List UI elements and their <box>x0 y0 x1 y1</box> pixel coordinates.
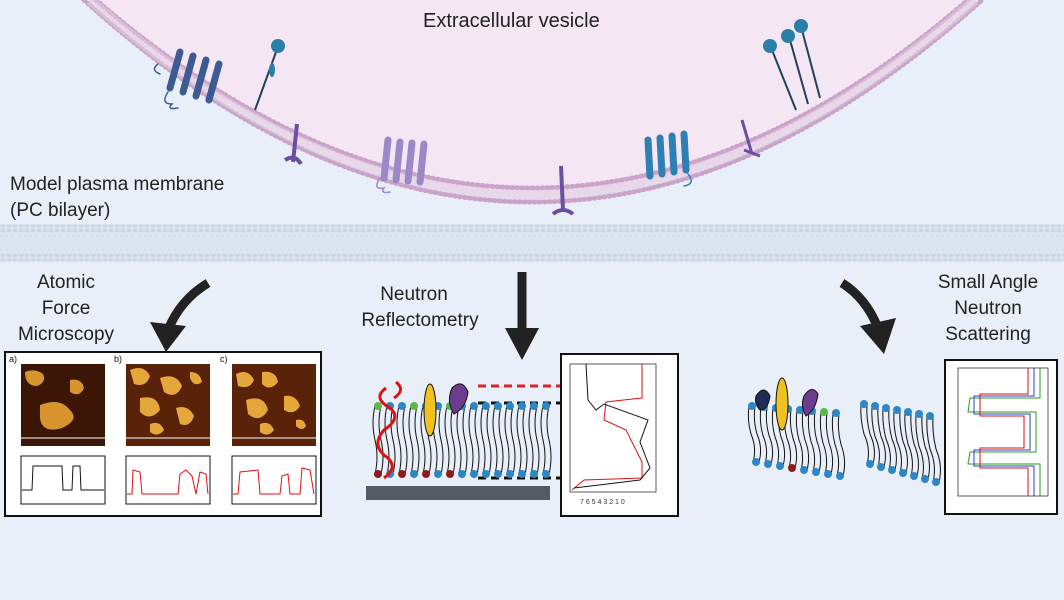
lipid-molecule <box>819 408 834 478</box>
lipid-molecule <box>871 402 886 471</box>
sans-bilayer-schematic <box>747 377 941 486</box>
lipid-molecule <box>480 402 492 478</box>
lipid-molecule <box>882 404 897 474</box>
sans-label-line3: Scattering <box>945 324 1031 345</box>
lipid-molecule <box>915 410 930 483</box>
lipid-molecule <box>528 402 540 478</box>
afm-profile-c <box>231 455 317 505</box>
membrane-label-line2: (PC bilayer) <box>10 200 111 221</box>
tetraspanin-protein <box>376 136 428 194</box>
nr-bilayer-schematic <box>366 380 628 500</box>
afm-profile-b <box>125 455 211 505</box>
afm-image-a <box>21 364 105 446</box>
sans-label-line1: Small Angle <box>937 272 1039 293</box>
afm-panel-label-b: b) <box>114 354 123 364</box>
lipid-molecule <box>516 402 528 478</box>
lipid-molecule <box>372 402 384 478</box>
transmembrane-protein-1 <box>153 48 223 110</box>
lipid-molecule <box>807 407 822 476</box>
vesicle-inner-leaflet <box>93 0 971 191</box>
lipid-molecule <box>831 409 846 480</box>
surface-receptors <box>254 19 821 216</box>
afm-image-c <box>232 364 316 446</box>
lipid-molecule <box>492 402 504 478</box>
arrow-to-nr <box>505 272 539 360</box>
nr-sld-plot: 7 6 5 4 3 2 1 0 <box>560 353 679 517</box>
transmembrane-protein-2 <box>644 130 692 187</box>
nr-protein-yellow <box>423 383 437 437</box>
arrow-to-sans <box>839 279 896 354</box>
lipid-molecule <box>795 406 810 474</box>
nr-label-line2: Reflectometry <box>361 310 479 331</box>
vesicle-outer-leaflet <box>81 0 985 205</box>
extracellular-vesicle <box>81 0 985 205</box>
sans-sld-plot <box>944 359 1058 515</box>
afm-label-line1: Atomic <box>36 272 96 293</box>
arrow-to-afm <box>150 279 211 352</box>
lipid-molecule <box>396 402 408 478</box>
lipid-molecule <box>456 402 468 478</box>
lipid-molecule <box>540 402 552 478</box>
lipid-molecule <box>759 403 774 468</box>
model-plasma-membrane <box>0 224 1064 262</box>
afm-image-b <box>126 364 210 446</box>
svg-text:7 6 5 4 3 2 1 0: 7 6 5 4 3 2 1 0 <box>580 499 625 506</box>
vesicle-title: Extracellular vesicle <box>423 10 600 32</box>
afm-profile-a <box>20 455 106 505</box>
nr-label-line1: Neutron <box>380 284 448 305</box>
sans-label-line2: Neutron <box>954 298 1022 319</box>
lipid-molecule <box>926 412 941 486</box>
lipid-molecule <box>504 402 516 478</box>
afm-panel-label-c: c) <box>220 354 228 364</box>
afm-panel-label-a: a) <box>9 354 18 364</box>
lipid-molecule <box>904 408 919 480</box>
afm-label-line3: Microscopy <box>17 324 115 345</box>
membrane-label-line1: Model plasma membrane <box>10 174 225 195</box>
lipid-molecule <box>860 400 875 468</box>
lipid-molecule <box>893 406 908 477</box>
lipid-molecule <box>468 402 480 478</box>
nr-protein-red <box>376 386 397 480</box>
lipid-molecule <box>408 402 420 478</box>
afm-label-line2: Force <box>41 298 91 319</box>
lipid-molecule <box>747 402 762 466</box>
nr-protein-purple <box>448 383 469 415</box>
afm-panel <box>4 351 322 517</box>
